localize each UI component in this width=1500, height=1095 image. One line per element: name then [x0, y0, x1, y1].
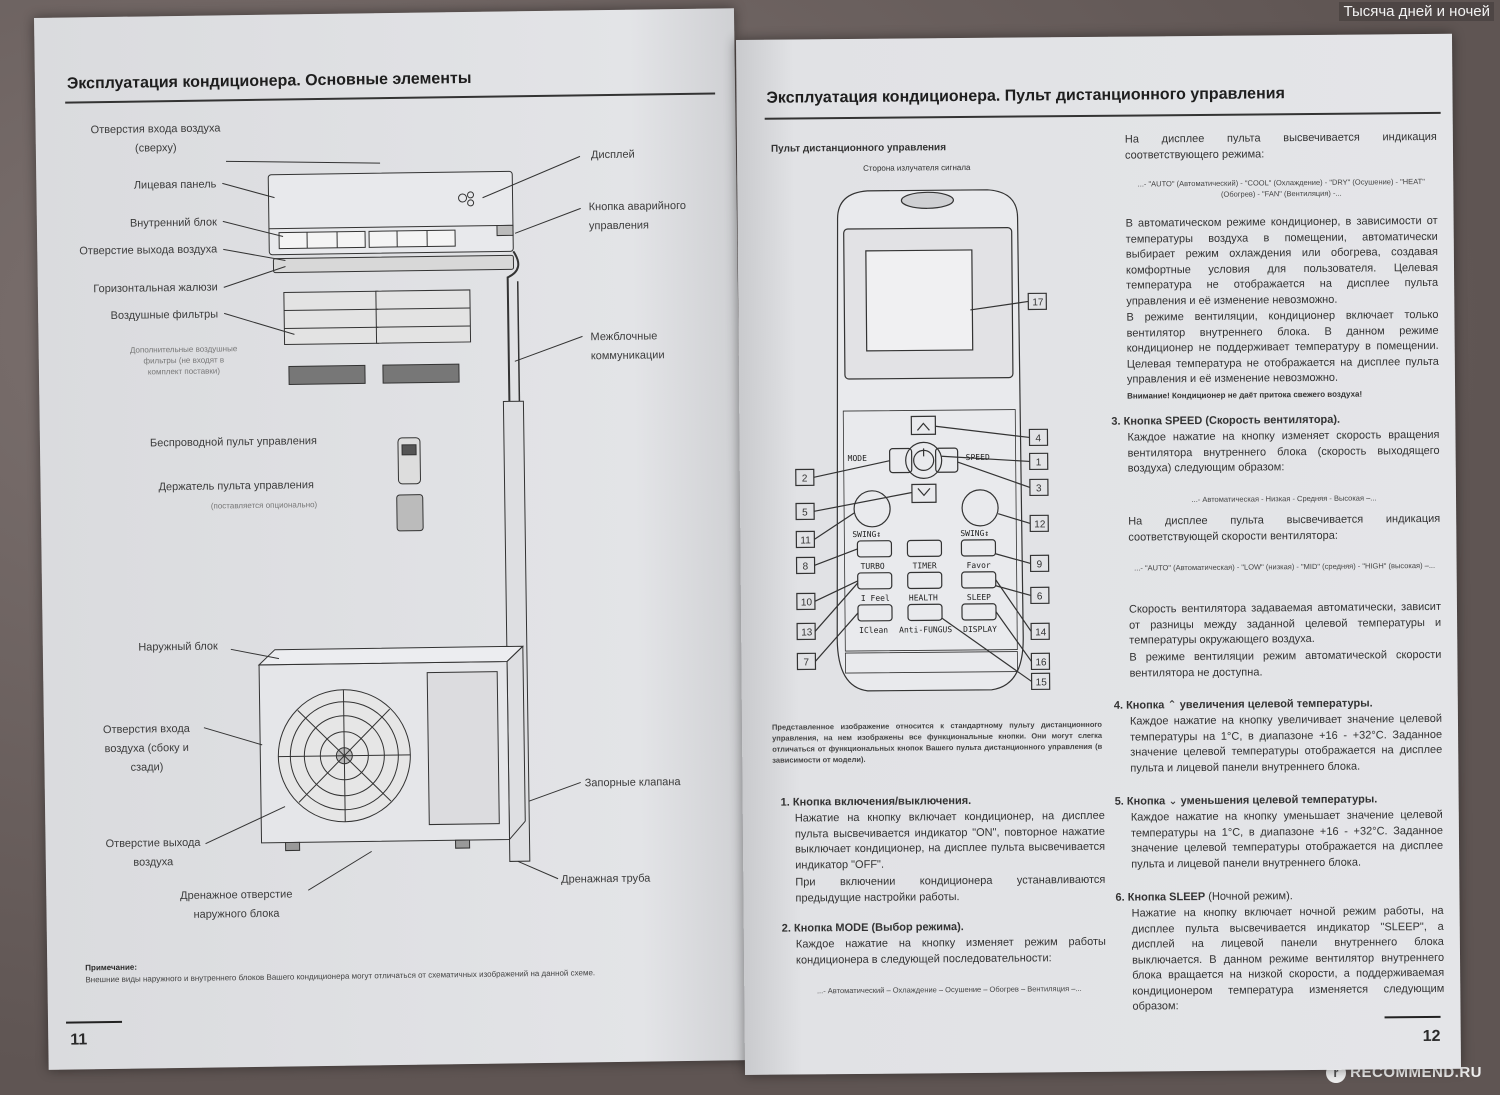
units-diagram — [203, 155, 583, 891]
callout-4: 4 — [1035, 433, 1041, 444]
fresh-air-warning: Внимание! Кондиционер не даёт притока св… — [1127, 389, 1363, 401]
emitter-side-label: Сторона излучателя сигнала — [863, 162, 971, 173]
display-icon — [458, 193, 468, 203]
section-2-sequence: ...- Автоматический – Охлаждение – Осуше… — [816, 984, 1082, 996]
emergency-button-shape — [496, 224, 514, 237]
section-3-text: Каждое нажатие на кнопку изменяет скорос… — [1127, 428, 1440, 475]
section-6-text: Нажатие на кнопку включает ночной режим … — [1131, 904, 1445, 1013]
favor-button — [960, 539, 997, 557]
filter-left — [283, 290, 380, 346]
speed-button — [934, 447, 959, 473]
section-5-text: Каждое нажатие на кнопку уменьшает значе… — [1130, 808, 1444, 871]
swing-left-label: SWING↕ — [852, 530, 881, 539]
mode-display-list: ...- "AUTO" (Автоматический) - "COOL" (О… — [1137, 176, 1425, 199]
health-label: HEALTH — [909, 593, 938, 602]
remote-screen — [865, 249, 974, 352]
callout-15: 15 — [1036, 677, 1048, 688]
anti-fungus-button — [907, 603, 943, 622]
timer-button — [906, 539, 943, 558]
callout-11: 11 — [800, 535, 811, 546]
right-page-number-rule — [1384, 1015, 1441, 1019]
section-2-text: Каждое нажатие на кнопку изменяет режим … — [795, 935, 1106, 967]
clean-label: IClean — [859, 626, 888, 635]
chevron-up-icon: ⌃ — [1167, 699, 1177, 712]
anti-fungus-label: Anti-FUNGUS — [899, 625, 952, 634]
health-button — [907, 571, 943, 590]
section-1-text: Нажатие на кнопку включает кондиционер, … — [794, 809, 1106, 872]
piping — [506, 250, 520, 862]
temp-up-button — [910, 415, 937, 436]
timer-label: TIMER — [913, 561, 937, 570]
callout-2: 2 — [802, 473, 808, 484]
right-heading-rule — [764, 111, 1441, 120]
callout-12: 12 — [1034, 519, 1046, 530]
outdoor-side-panel — [426, 671, 500, 826]
callout-16: 16 — [1035, 657, 1047, 668]
page-number-left: 11 — [70, 1031, 88, 1049]
ir-emitter — [900, 191, 955, 209]
remote-title: Пульт дистанционного управления — [770, 142, 947, 155]
callout-1: 1 — [1036, 457, 1042, 468]
feel-label: I Feel — [861, 594, 890, 603]
feel-button — [857, 572, 893, 590]
auto-speed-text: Скорость вентилятора задаваемая автомати… — [1128, 600, 1442, 647]
callout-8: 8 — [803, 561, 809, 572]
page-number-right: 12 — [1422, 1027, 1441, 1046]
callout-10: 10 — [801, 597, 813, 608]
section-4-text: Каждое нажатие на кнопку увеличивает зна… — [1129, 712, 1443, 775]
right-page-heading: Эксплуатация кондиционера. Пульт дистанц… — [766, 85, 1285, 107]
section-3-sequence: ...- Автоматическая - Низкая - Средняя -… — [1191, 493, 1377, 505]
turbo-button — [856, 540, 893, 558]
filter-right — [375, 289, 472, 344]
swing-right-label: SWING↕ — [960, 529, 989, 538]
callout-14: 14 — [1035, 627, 1047, 638]
sleep-label: SLEEP — [967, 593, 991, 602]
speed-display-intro: На дисплее пульта высвечивается индикаци… — [1128, 512, 1441, 544]
optional-filter-1 — [288, 364, 366, 385]
callout-6: 6 — [1037, 591, 1043, 602]
temp-down-button — [911, 483, 937, 504]
right-page: Эксплуатация кондиционера. Пульт дистанц… — [736, 33, 1462, 1075]
note-title: Примечание: — [85, 962, 138, 973]
swing-right-knob — [961, 489, 999, 527]
fan-mode-text: В режиме вентиляции, кондиционер включае… — [1126, 308, 1439, 386]
display-label: DISPLAY — [963, 625, 997, 634]
swing-left-knob — [853, 490, 891, 528]
callout-5: 5 — [802, 507, 808, 518]
disclaimer: Представленное изображение относится к с… — [771, 719, 1103, 765]
remote-control-diagram: MODE SPEED SWING↕ SWING↕ TURBO TIMER Fav… — [795, 189, 1051, 692]
callout-9: 9 — [1037, 559, 1043, 570]
callout-3: 3 — [1036, 483, 1042, 494]
speed-label: SPEED — [966, 453, 990, 462]
optional-filter-2 — [382, 363, 460, 384]
left-page: Эксплуатация кондиционера. Основные элем… — [34, 8, 749, 1070]
auto-mode-text: В автоматическом режиме кондиционер, в з… — [1125, 214, 1439, 308]
fan-speed-text: В режиме вентиляции режим автоматической… — [1129, 648, 1442, 680]
callout-17: 17 — [1032, 297, 1044, 308]
indoor-louver — [272, 254, 515, 274]
power-button — [905, 441, 943, 479]
chevron-down-icon: ⌄ — [1168, 795, 1178, 808]
remote-holder-shape — [396, 494, 424, 532]
mode-display-intro: На дисплее пульта высвечивается индикаци… — [1124, 130, 1437, 162]
section-1-text2: При включении кондиционера устанавливают… — [795, 873, 1106, 905]
speed-display-list: ...- "AUTO" (Автоматическая) - "LOW" (ни… — [1134, 560, 1436, 573]
mode-label: MODE — [848, 454, 868, 463]
callout-13: 13 — [801, 627, 813, 638]
favor-label: Favor — [967, 561, 991, 570]
turbo-label: TURBO — [861, 562, 885, 571]
page-number-rule — [66, 1020, 123, 1024]
callout-7: 7 — [803, 657, 809, 668]
watermark: Тысяча дней и ночей — [1339, 2, 1494, 21]
